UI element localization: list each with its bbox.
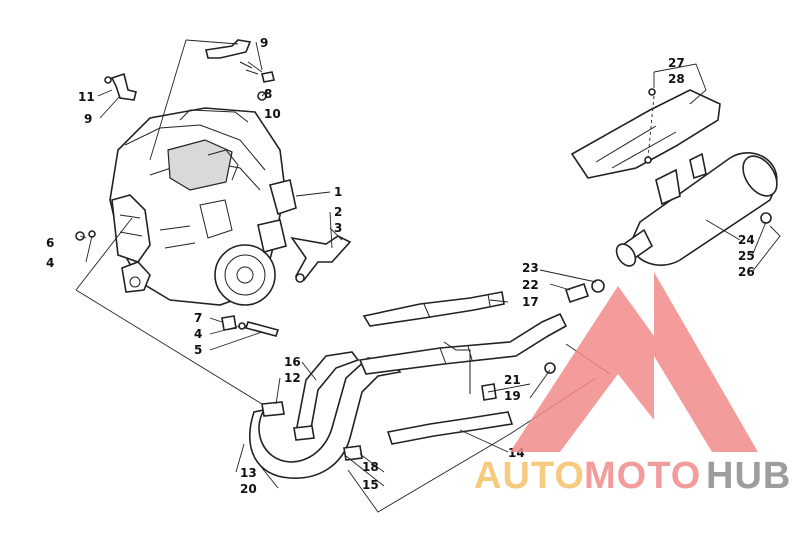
watermark-logo: AUTO MOTO HUB — [474, 272, 791, 497]
callout-4-lower: 4 — [194, 327, 202, 341]
leader-lines — [75, 39, 781, 513]
callout-10: 10 — [264, 107, 281, 121]
callout-4-left: 4 — [46, 256, 54, 270]
callout-24: 24 — [738, 233, 755, 247]
grommet-7 — [221, 315, 237, 331]
spring-19 — [544, 362, 556, 374]
callout-22: 22 — [522, 278, 539, 292]
callout-labels: 9 8 10 11 9 6 4 1 2 3 7 4 5 16 12 13 20 … — [46, 36, 755, 496]
heat-shield-14 — [386, 411, 514, 445]
upper-bracket — [205, 39, 252, 59]
callout-17: 17 — [522, 295, 539, 309]
callout-6: 6 — [46, 236, 54, 250]
muffler-heat-shield — [570, 89, 721, 179]
watermark-text-hub: HUB — [706, 455, 791, 497]
callout-2: 2 — [334, 205, 342, 219]
callout-8: 8 — [264, 87, 272, 101]
heat-shield-17 — [362, 291, 505, 327]
callout-1: 1 — [334, 185, 342, 199]
watermark-triangle — [510, 272, 758, 452]
callout-19: 19 — [504, 389, 521, 403]
bolt-8 — [261, 71, 275, 83]
gasket-23 — [591, 279, 605, 293]
callout-7: 7 — [194, 311, 202, 325]
callout-26: 26 — [738, 265, 755, 279]
callout-21: 21 — [504, 373, 521, 387]
watermark-text-auto: AUTO — [474, 455, 585, 497]
callout-3: 3 — [334, 221, 342, 235]
callout-12: 12 — [284, 371, 301, 385]
callout-18: 18 — [362, 460, 379, 474]
callout-9-left: 9 — [84, 112, 92, 126]
engine-assembly — [109, 107, 297, 306]
exhaust-pipes — [249, 279, 605, 479]
washer-25 — [760, 212, 772, 224]
clamp-22 — [564, 282, 590, 304]
callout-11: 11 — [78, 90, 95, 104]
callout-9-top: 9 — [260, 36, 268, 50]
callout-15: 15 — [362, 478, 379, 492]
callout-27: 27 — [668, 56, 685, 70]
callout-5: 5 — [194, 343, 202, 357]
bolt-5 — [244, 321, 280, 337]
left-bracket — [110, 72, 137, 101]
callout-20: 20 — [240, 482, 257, 496]
watermark-text-moto: MOTO — [584, 455, 701, 497]
callout-23: 23 — [522, 261, 539, 275]
callout-28: 28 — [668, 72, 685, 86]
muffler-assembly — [570, 88, 778, 267]
callout-16: 16 — [284, 355, 301, 369]
callout-13: 13 — [240, 466, 257, 480]
callout-25: 25 — [738, 249, 755, 263]
